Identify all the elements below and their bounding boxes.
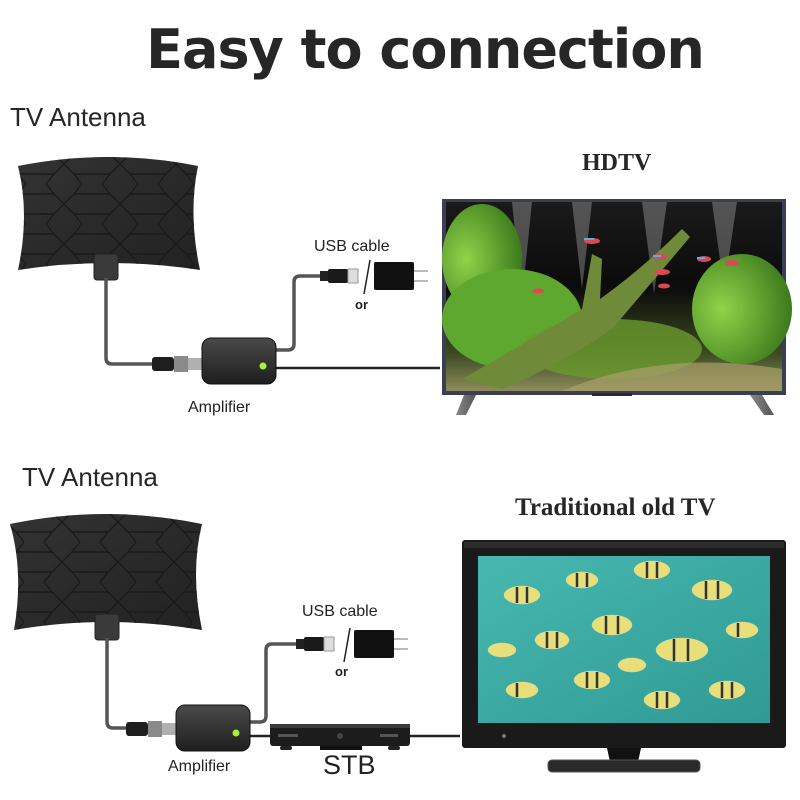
hdtv-icon: [442, 199, 792, 415]
flat-antenna-icon: [10, 514, 202, 641]
old-tv-label: Traditional old TV: [515, 494, 716, 521]
coax-connector-icon: [152, 356, 202, 372]
antenna-label-2: TV Antenna: [22, 462, 158, 492]
page-title: Easy to connection: [146, 18, 705, 81]
old-tv-icon: [462, 540, 786, 773]
divider-slash: [343, 627, 351, 663]
flat-antenna-icon: [18, 157, 200, 281]
stb-label: STB: [323, 750, 376, 780]
amplifier-icon: [175, 704, 251, 752]
amplifier-icon: [201, 337, 277, 385]
set-top-box-icon: [270, 724, 410, 750]
usb-cable-label: USB cable: [314, 238, 390, 255]
antenna-label: TV Antenna: [10, 102, 146, 132]
amplifier-label-2: Amplifier: [168, 758, 231, 775]
or-label: or: [355, 297, 368, 312]
usb-cable-label-2: USB cable: [302, 603, 378, 620]
power-adapter-icon: [354, 630, 408, 658]
or-label-2: or: [335, 664, 348, 679]
hdtv-label: HDTV: [582, 150, 652, 176]
divider-slash: [363, 259, 371, 295]
amplifier-label: Amplifier: [188, 399, 251, 416]
coax-connector-icon: [126, 721, 176, 737]
power-adapter-icon: [374, 262, 428, 290]
usb-plug-icon: [320, 268, 359, 284]
usb-plug-icon: [296, 636, 335, 652]
